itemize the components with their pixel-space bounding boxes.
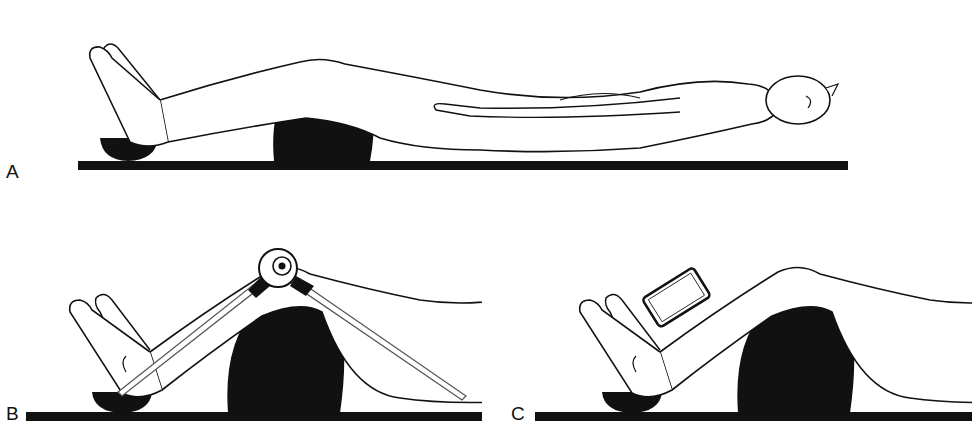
- table-bar: [78, 161, 848, 170]
- goniometer: [118, 249, 466, 400]
- panel-letter: A: [6, 162, 19, 181]
- legs: [580, 267, 972, 413]
- smartphone: [642, 267, 711, 328]
- goniometer-hub: [273, 257, 291, 275]
- head: [766, 76, 830, 124]
- phone-screen: [648, 273, 704, 322]
- goniometer-arm: [288, 276, 466, 400]
- goniometer-dial: [259, 249, 297, 287]
- goniometer-pin: [279, 263, 286, 270]
- table-bar: [26, 412, 482, 421]
- legs: [70, 267, 482, 413]
- near-foot: [90, 47, 168, 146]
- panel-letter: C: [511, 404, 525, 423]
- body-outline: [160, 59, 778, 151]
- phone-body: [642, 267, 711, 328]
- nose: [826, 84, 838, 96]
- goniometer-arm: [118, 278, 266, 396]
- chest-line: [560, 93, 640, 100]
- ear: [806, 96, 811, 108]
- table-bar: [535, 412, 972, 421]
- panel-letter: B: [6, 404, 19, 423]
- arm: [434, 98, 680, 117]
